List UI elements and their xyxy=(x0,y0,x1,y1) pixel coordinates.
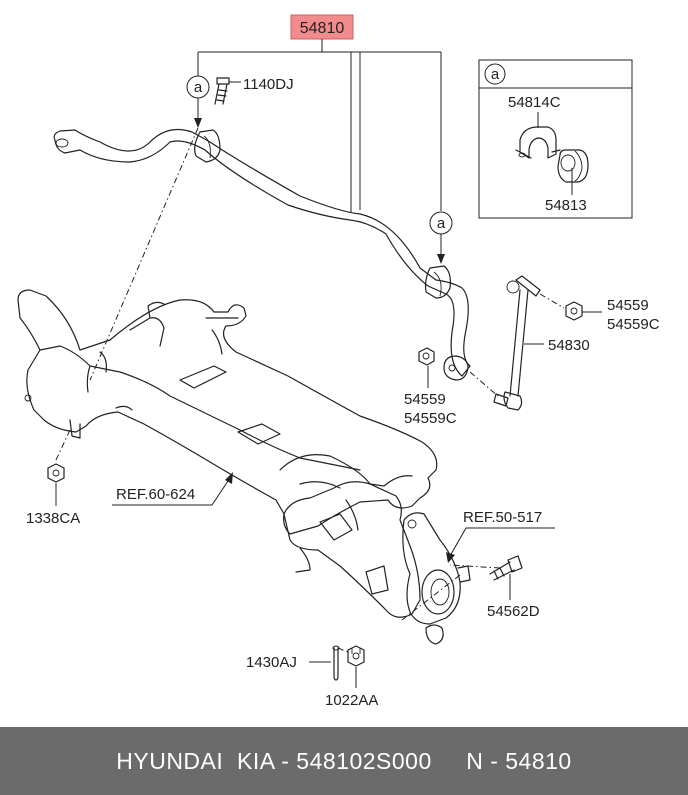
ref-50-517-label[interactable]: REF.50-517 xyxy=(463,509,542,526)
diagram-canvas: 54810 a a a 54814C 54813 1140DJ xyxy=(17,14,660,709)
nut-54559-right-icon[interactable] xyxy=(539,293,583,321)
arrowhead-icon xyxy=(446,552,455,563)
stabilizer-bar-54810[interactable] xyxy=(53,129,471,381)
label-1430AJ[interactable]: 1430AJ xyxy=(246,654,297,671)
label-1338CA[interactable]: 1338CA xyxy=(26,510,80,527)
bolt-1140DJ-icon[interactable] xyxy=(214,77,230,105)
arrowhead-icon xyxy=(194,118,202,128)
main-part-highlight[interactable] xyxy=(290,14,354,40)
footer-text: HYUNDAI KIA - 548102S000 N - 54810 xyxy=(116,747,572,774)
bushing-54813-icon[interactable] xyxy=(557,149,589,183)
nut-54559-left-icon[interactable] xyxy=(418,347,435,366)
subframe-crossmember[interactable] xyxy=(17,289,438,535)
bolt-54562D-icon[interactable] xyxy=(489,555,523,581)
main-part-label[interactable]: 54810 xyxy=(300,20,345,37)
label-54830[interactable]: 54830 xyxy=(548,337,590,354)
lower-control-arm[interactable] xyxy=(283,481,421,618)
label-1022AA[interactable]: 1022AA xyxy=(325,692,378,709)
main-part-leaders xyxy=(197,39,442,213)
label-54559C-left[interactable]: 54559C xyxy=(404,410,457,427)
arrowhead-icon xyxy=(437,254,445,264)
ref-60-624-leader xyxy=(112,477,231,506)
nut-1338CA-icon[interactable] xyxy=(47,429,71,483)
label-54559-left[interactable]: 54559 xyxy=(404,391,446,408)
arrowhead-icon xyxy=(225,472,233,484)
detail-inset-callout xyxy=(484,63,506,85)
center-lines xyxy=(89,127,501,653)
castle-nut-1022AA-icon[interactable] xyxy=(347,645,365,667)
label-54562D[interactable]: 54562D xyxy=(487,603,540,620)
label-54813[interactable]: 54813 xyxy=(545,197,587,214)
callout-a-right-text: a xyxy=(437,215,446,232)
label-54559C-right[interactable]: 54559C xyxy=(607,316,660,333)
label-54814C[interactable]: 54814C xyxy=(508,94,561,111)
ref-50-517-leader xyxy=(449,527,555,557)
cotter-pin-1430AJ-icon[interactable] xyxy=(332,645,340,681)
bracket-54814C-icon[interactable] xyxy=(515,126,561,159)
footer-bar: HYUNDAI KIA - 548102S000 N - 54810 xyxy=(0,727,688,795)
detail-inset-callout-text: a xyxy=(491,66,500,83)
callout-a-left-text: a xyxy=(194,79,203,96)
label-54559-right[interactable]: 54559 xyxy=(607,297,649,314)
stabilizer-link-54830[interactable] xyxy=(493,275,541,411)
steering-knuckle[interactable] xyxy=(402,512,471,645)
label-1140DJ[interactable]: 1140DJ xyxy=(243,76,294,93)
ref-60-624-label[interactable]: REF.60-624 xyxy=(116,486,195,503)
